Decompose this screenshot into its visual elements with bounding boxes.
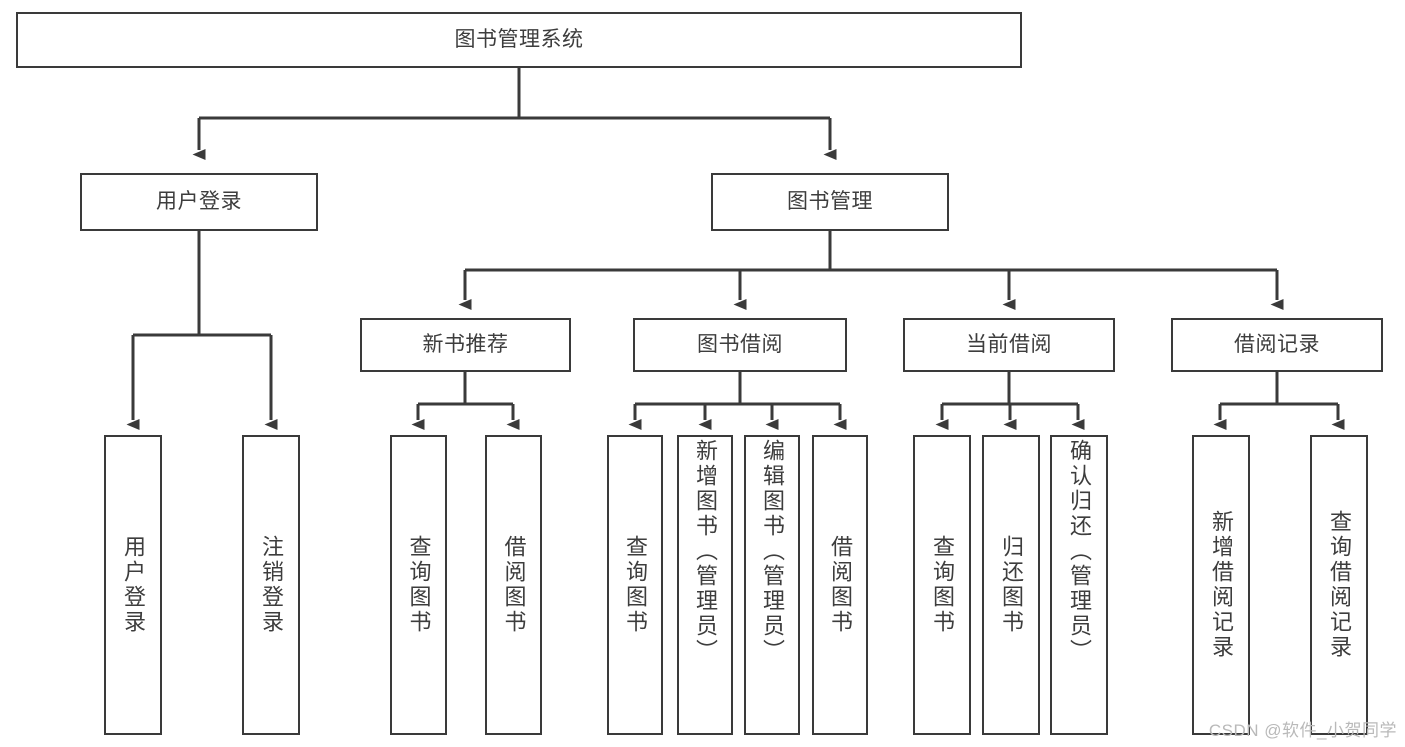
leaf-borrow-book-recommend[interactable]: 借阅图书 (485, 435, 542, 735)
leaf-borrow-book[interactable]: 借阅图书 (812, 435, 868, 735)
node-user-login-label: 用户登录 (156, 189, 242, 213)
leaf-query-book-borrow[interactable]: 查询图书 (607, 435, 663, 735)
leaf-borrow-book-recommend-label: 借阅图书 (501, 535, 527, 635)
leaf-add-book-admin-label: 新增图书（管理员） (693, 439, 718, 664)
leaf-edit-book-admin[interactable]: 编辑图书（管理员） (744, 435, 800, 735)
leaf-query-book-borrow-label: 查询图书 (623, 535, 648, 635)
leaf-user-login[interactable]: 用户登录 (104, 435, 162, 735)
leaf-add-borrow-record-label: 新增借阅记录 (1209, 510, 1234, 660)
leaf-query-book-current-label: 查询图书 (930, 535, 955, 635)
node-book-borrow-label: 图书借阅 (697, 332, 783, 356)
csdn-watermark: CSDN @软件_小贺同学 (1208, 721, 1397, 740)
leaf-return-book-label: 归还图书 (999, 535, 1024, 635)
node-book-borrow[interactable]: 图书借阅 (633, 318, 847, 372)
node-current-borrow[interactable]: 当前借阅 (903, 318, 1115, 372)
node-book-management-label: 图书管理 (787, 189, 873, 213)
leaf-borrow-book-label: 借阅图书 (828, 535, 853, 635)
leaf-logout[interactable]: 注销登录 (242, 435, 300, 735)
node-book-management[interactable]: 图书管理 (711, 173, 949, 231)
leaf-add-borrow-record[interactable]: 新增借阅记录 (1192, 435, 1250, 735)
leaf-query-borrow-record[interactable]: 查询借阅记录 (1310, 435, 1368, 735)
leaf-confirm-return-admin[interactable]: 确认归还（管理员） (1050, 435, 1108, 735)
node-new-book-recommend-label: 新书推荐 (422, 332, 509, 356)
leaf-add-book-admin[interactable]: 新增图书（管理员） (677, 435, 733, 735)
node-borrow-records-label: 借阅记录 (1234, 332, 1320, 356)
node-root-system[interactable]: 图书管理系统 (16, 12, 1022, 68)
leaf-query-book-recommend-label: 查询图书 (406, 535, 432, 635)
leaf-return-book[interactable]: 归还图书 (982, 435, 1040, 735)
leaf-logout-label: 注销登录 (259, 535, 284, 635)
node-new-book-recommend[interactable]: 新书推荐 (360, 318, 571, 372)
node-current-borrow-label: 当前借阅 (966, 332, 1052, 356)
node-user-login[interactable]: 用户登录 (80, 173, 318, 231)
node-root-system-label: 图书管理系统 (454, 27, 584, 51)
leaf-query-book-current[interactable]: 查询图书 (913, 435, 971, 735)
leaf-query-borrow-record-label: 查询借阅记录 (1327, 510, 1352, 660)
leaf-query-book-recommend[interactable]: 查询图书 (390, 435, 447, 735)
leaf-edit-book-admin-label: 编辑图书（管理员） (760, 439, 785, 664)
node-borrow-records[interactable]: 借阅记录 (1171, 318, 1383, 372)
leaf-confirm-return-admin-label: 确认归还（管理员） (1067, 439, 1092, 664)
leaf-user-login-label: 用户登录 (121, 535, 146, 635)
